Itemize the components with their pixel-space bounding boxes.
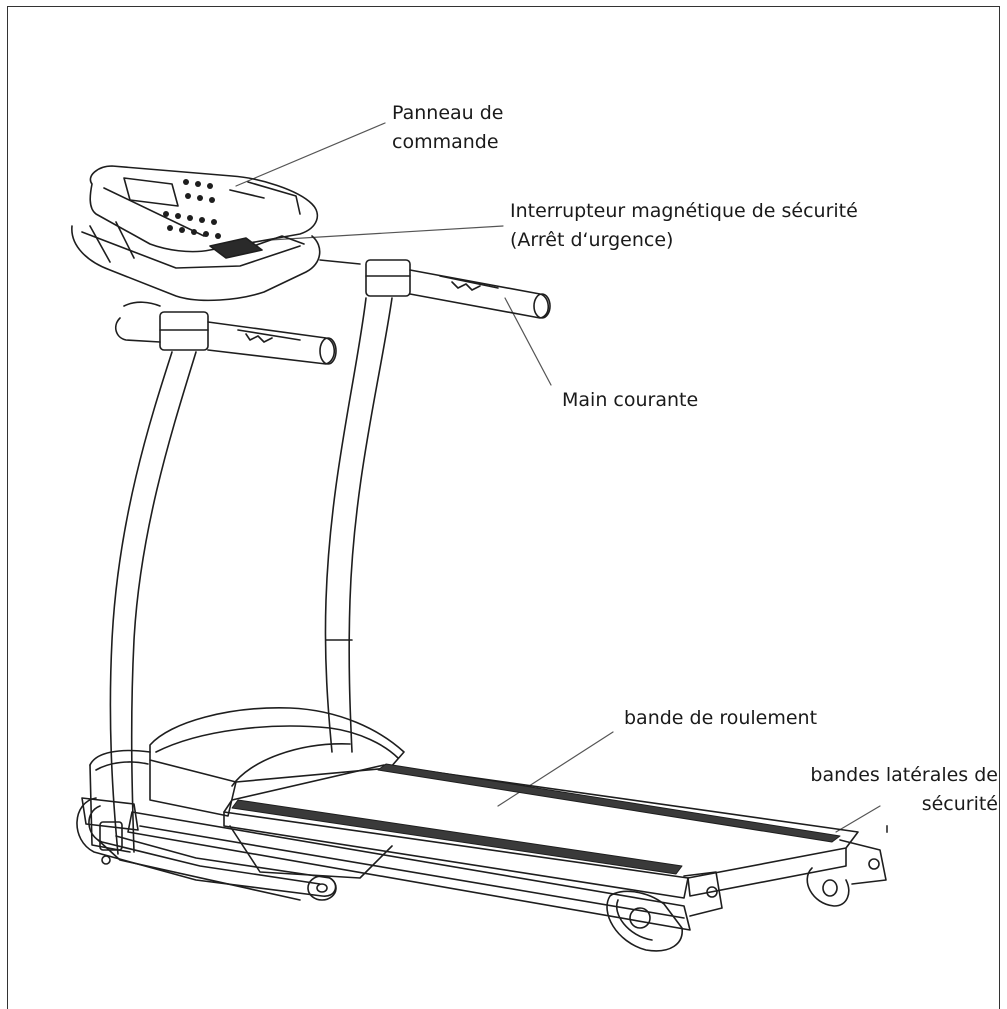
- leader-handrail: [504, 297, 552, 386]
- label-side-rails-line1: bandes latérales de: [810, 764, 998, 786]
- leader-lines: [235, 122, 888, 833]
- leader-side-rails: [835, 805, 881, 833]
- leader-control-panel: [235, 122, 386, 187]
- label-safety-switch-line1: Interrupteur magnétique de sécurité: [510, 200, 858, 222]
- side-rail-left: [231, 799, 683, 875]
- label-control-panel: Panneau de commande: [392, 99, 504, 157]
- side-rail-right: [377, 763, 841, 843]
- label-side-rails-line2: sécurité: [921, 793, 998, 815]
- leader-belt: [497, 731, 614, 807]
- uprights: [81, 297, 393, 865]
- deck: [127, 764, 887, 952]
- diagram-frame: [7, 6, 1000, 1009]
- label-safety-switch-line2: (Arrêt d‘urgence): [510, 229, 674, 251]
- handrails: [114, 259, 551, 365]
- label-control-panel-line2: commande: [392, 131, 499, 153]
- motor-hood: [89, 707, 405, 853]
- console: [71, 165, 321, 302]
- leader-safety-switch: [269, 225, 504, 241]
- label-side-rails: bandes latérales de sécurité: [782, 761, 998, 819]
- label-handrail: Main courante: [562, 389, 699, 411]
- label-belt: bande de roulement: [624, 707, 818, 729]
- label-control-panel-line1: Panneau de: [392, 102, 504, 124]
- belt-strips: [231, 763, 841, 875]
- label-safety-switch: Interrupteur magnétique de sécurité (Arr…: [510, 197, 858, 255]
